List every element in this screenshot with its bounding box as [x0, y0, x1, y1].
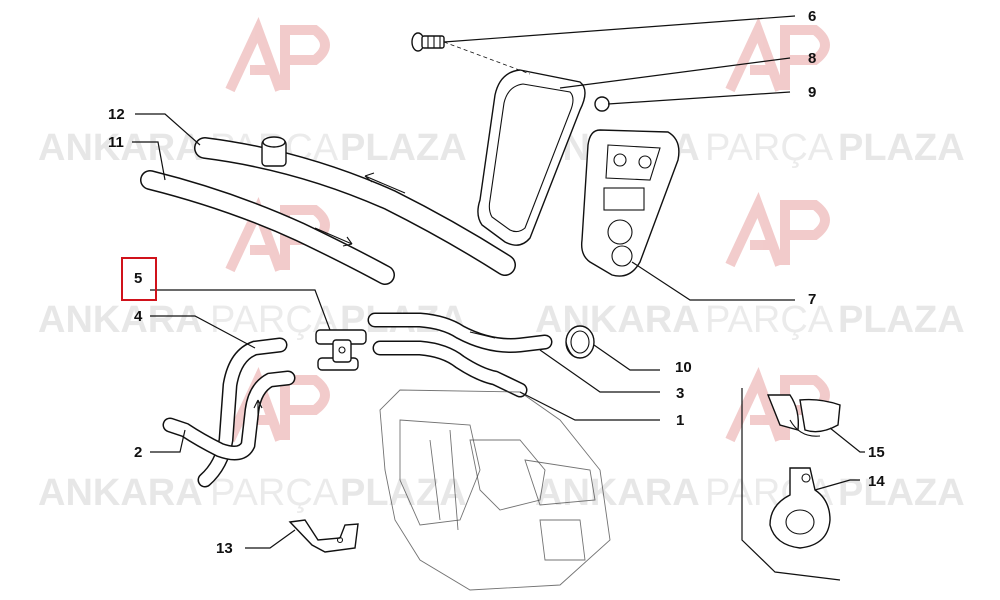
watermark-word-2b: PARÇA [705, 127, 834, 169]
part-8-gasket [477, 69, 586, 246]
watermark: ANKARA PARÇA PLAZA ANKARA PARÇA PLAZA AN… [38, 16, 965, 514]
leader-5 [150, 289, 331, 331]
part-13-bracket [288, 519, 359, 553]
leader-10 [593, 344, 660, 371]
leader-6 [443, 15, 796, 43]
callout-8: 8 [808, 50, 816, 67]
part-4-pipe [197, 337, 288, 488]
leader-7 [631, 261, 795, 301]
watermark-word-3d: PLAZA [838, 299, 965, 341]
watermark-word-2e: PARÇA [210, 472, 339, 514]
part-11-hose [140, 170, 395, 285]
part-5-connector [315, 329, 367, 371]
callout-3: 3 [676, 385, 684, 402]
callout-labels: 6 8 9 7 10 3 1 12 11 5 4 2 13 15 14 [108, 8, 885, 557]
leader-15 [829, 427, 865, 453]
watermark-logo-1 [225, 16, 330, 93]
part-14-clip [769, 467, 831, 549]
callout-4: 4 [134, 308, 143, 325]
watermark-word-3: PLAZA [340, 127, 467, 169]
part-6-screw [411, 32, 531, 75]
watermark-logo-2 [725, 16, 830, 93]
watermark-word-3f: PLAZA [838, 472, 965, 514]
leader-4 [150, 315, 256, 349]
callout-6: 6 [808, 8, 816, 25]
callout-1: 1 [676, 412, 684, 429]
callout-13: 13 [216, 540, 233, 557]
callout-9: 9 [808, 84, 816, 101]
watermark-word-1e: ANKARA [38, 472, 203, 514]
clip-group-bracket [741, 388, 841, 581]
callout-5-highlight-box [121, 257, 157, 301]
part-7-grommet-panel [580, 129, 680, 277]
leader-1 [519, 391, 660, 421]
watermark-word-1: ANKARA [38, 127, 203, 169]
callout-2: 2 [134, 444, 142, 461]
watermark-logo-4 [725, 191, 830, 268]
watermark-word-1f: ANKARA [535, 472, 700, 514]
callout-10: 10 [675, 359, 692, 376]
watermark-word-1c: ANKARA [38, 299, 203, 341]
watermark-word-2d: PARÇA [705, 299, 834, 341]
part-1-pipe [372, 340, 528, 398]
leader-9 [607, 91, 791, 105]
leader-11 [132, 141, 166, 181]
callout-11: 11 [108, 134, 124, 151]
callout-14: 14 [868, 473, 885, 490]
leader-13 [245, 529, 296, 549]
leader-12 [135, 113, 201, 146]
leader-lines [132, 15, 865, 549]
callout-15: 15 [868, 444, 885, 461]
part-2-pipe [162, 370, 296, 461]
watermark-word-1d: ANKARA [535, 299, 700, 341]
watermark-word-3e: PLAZA [340, 472, 467, 514]
leader-8 [559, 57, 791, 89]
part-10-clamp-ring [565, 325, 595, 359]
leader-14 [814, 479, 860, 491]
callout-12: 12 [108, 106, 125, 123]
part-15-clip [766, 394, 841, 437]
part-3-pipe [367, 312, 553, 353]
watermark-word-3b: PLAZA [838, 127, 965, 169]
callout-5: 5 [134, 270, 142, 287]
part-12-hose-with-tee [194, 136, 516, 276]
part-9-plug [594, 96, 610, 112]
leader-3 [539, 349, 660, 393]
leader-2 [150, 429, 186, 453]
callout-7: 7 [808, 291, 816, 308]
heater-housing-ghost [379, 389, 611, 591]
